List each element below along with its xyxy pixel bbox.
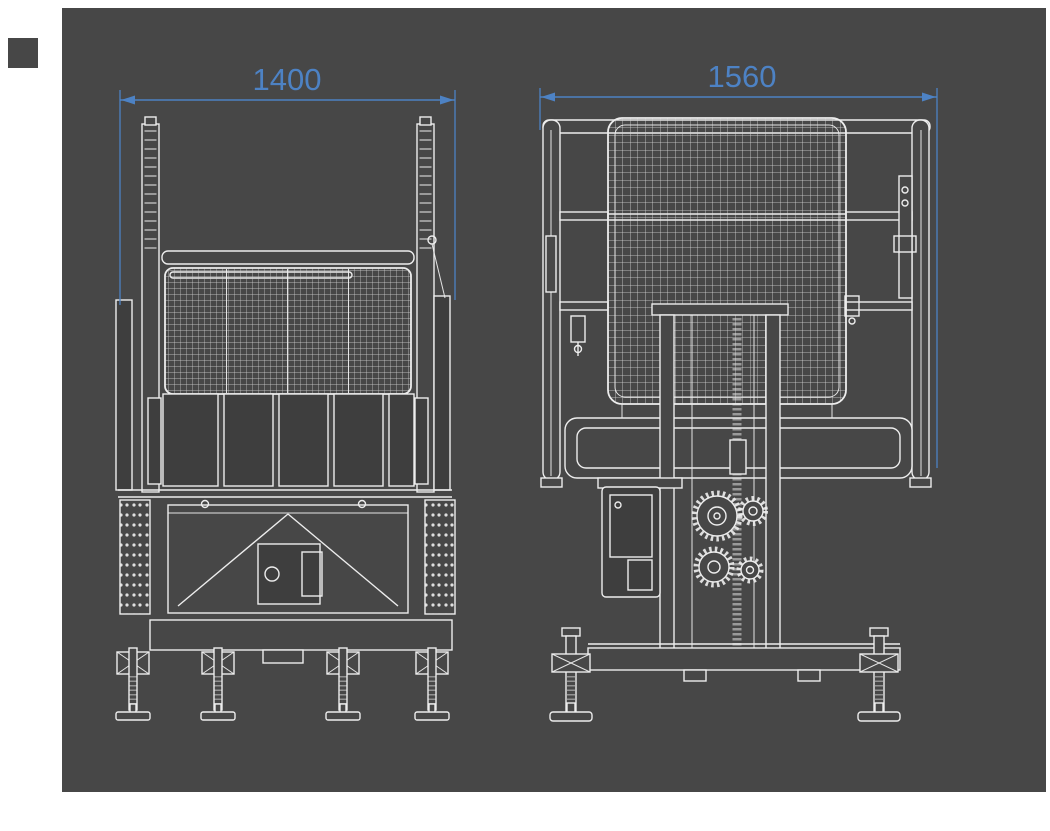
side-latch-fittings (545, 175, 917, 356)
side-view (540, 117, 932, 722)
front-mesh-panel (164, 267, 412, 395)
front-deck (118, 489, 452, 509)
side-mesh-platform (607, 117, 847, 420)
front-truss-frame (167, 504, 409, 614)
front-cushion-blocks (147, 393, 429, 487)
side-width-label: 1560 (708, 59, 777, 94)
front-bolt-plates (119, 499, 456, 615)
front-side-guides (115, 235, 451, 491)
front-width-label: 1400 (253, 62, 322, 97)
side-outriggers (549, 627, 901, 722)
front-base-beam (149, 619, 453, 664)
front-view (115, 116, 456, 721)
side-base-beam (587, 643, 901, 682)
side-gear-drive (691, 490, 768, 588)
side-motor-box (597, 477, 683, 598)
front-leveling-jacks (115, 647, 450, 721)
corner-mark (8, 38, 38, 68)
side-width-dimension: 1560 (539, 59, 938, 468)
front-width-dimension: 1400 (119, 62, 456, 305)
